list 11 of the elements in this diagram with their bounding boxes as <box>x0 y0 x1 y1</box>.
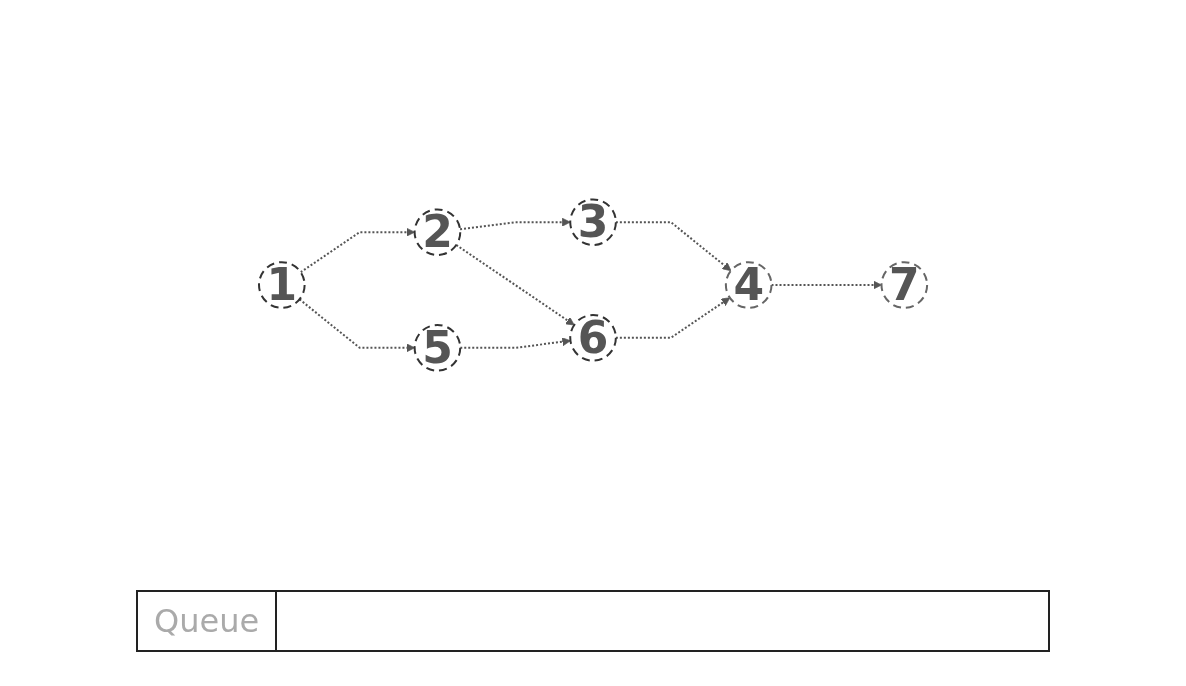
dashed-circle-node: 6 <box>569 311 617 363</box>
dashed-arrow <box>299 227 415 274</box>
queue-label: Queue <box>138 592 278 650</box>
dashed-circle-node: 1 <box>257 259 306 310</box>
dashed-circle-node: 4 <box>724 259 773 310</box>
dashed-circle-node: 5 <box>413 321 462 373</box>
dashed-circle-node: 3 <box>569 196 617 248</box>
dashed-arrow <box>298 298 415 353</box>
dashed-circle-node: 7 <box>880 259 929 310</box>
dashed-circle-node: 2 <box>413 206 462 258</box>
dashed-arrow <box>459 217 571 231</box>
